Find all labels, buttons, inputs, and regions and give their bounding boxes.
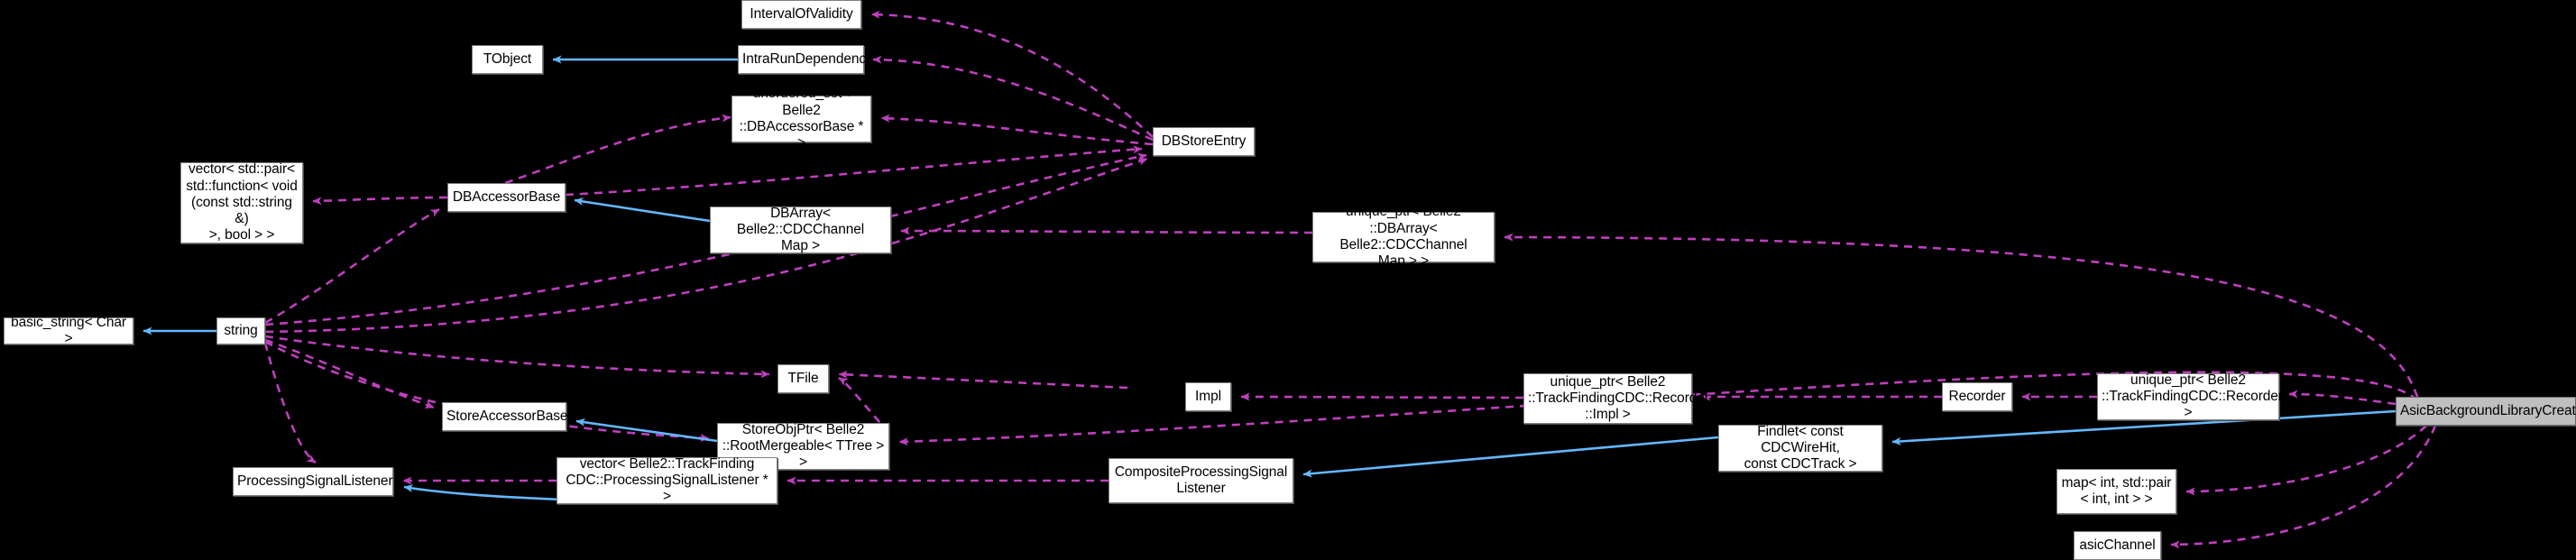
class-node-label: vector< std::pair< std::function< void (… (186, 161, 298, 243)
class-node-uniqueptr_recorder_impl[interactable]: unique_ptr< Belle2 ::TrackFindingCDC::Re… (1523, 373, 1709, 424)
edge-string-dbstoreentry (264, 152, 1147, 326)
class-node-label: IntraRunDependency (742, 50, 873, 67)
class-node-label: vector< Belle2::TrackFinding CDC::Proces… (566, 455, 768, 505)
edge-asic-mapintpair (2185, 425, 2427, 496)
class-node-recorder[interactable]: Recorder (1942, 382, 2012, 411)
class-node-uniqueptr_dbarray[interactable]: unique_ptr< Belle2 ::DBArray< Belle2::CD… (1312, 204, 1495, 269)
class-node-uniqueptr_recorder[interactable]: unique_ptr< Belle2 ::TrackFindingCDC::Re… (2097, 372, 2283, 421)
edge-dbstoreentry-unorderedset (880, 114, 1154, 146)
edge-dbaccessorbase-dbstoreentry (565, 145, 1143, 197)
edge-dbstoreentry-intervalofvalidity (870, 10, 1154, 138)
edge-asic-uniqueptrrecorder (2288, 390, 2397, 406)
edge-dbstoreentry-intrarundependency (872, 55, 1154, 142)
edge-storeobjptr-storeaccessorbase (575, 418, 718, 443)
class-node-label: IntervalOfValidity (750, 5, 853, 22)
class-node-label: StoreObjPtr< Belle2 ::RootMergeable< TTr… (722, 421, 885, 471)
class-node-dbarray_cdcchannelmap[interactable]: DBArray< Belle2::CDCChannel Map > (710, 205, 891, 254)
class-node-label: CompositeProcessingSignal Listener (1114, 464, 1288, 496)
edge-string-tfile (264, 335, 770, 379)
class-node-label: asicChannel (2079, 537, 2156, 553)
class-node-asicchannel[interactable]: asicChannel (2074, 531, 2161, 560)
class-node-dbstoreentry[interactable]: DBStoreEntry (1153, 127, 1255, 156)
class-node-findlet_cdcwirehit[interactable]: Findlet< const CDCWireHit, const CDCTrac… (1718, 423, 1882, 473)
class-node-asicbackgroundlibrarycreator[interactable]: AsicBackgroundLibraryCreator (2396, 397, 2576, 426)
class-node-storeobjptr_rootmerge[interactable]: StoreObjPtr< Belle2 ::RootMergeable< TTr… (717, 421, 889, 471)
class-node-label: unordered_set< Belle2 ::DBAccessorBase *… (739, 86, 864, 151)
class-node-tfile[interactable]: TFile (777, 364, 829, 393)
edge-dbaccessorbase-unorderedset (504, 114, 731, 185)
class-node-label: unique_ptr< Belle2 ::TrackFindingCDC::Re… (1528, 373, 1709, 423)
class-node-label: Recorder (1948, 388, 2006, 404)
class-node-vector_pair_fn[interactable]: vector< std::pair< std::function< void (… (180, 161, 303, 243)
class-node-label: Impl (1195, 388, 1221, 404)
edge-findlet-composite (1302, 436, 1719, 478)
class-node-label: DBArray< Belle2::CDCChannel Map > (736, 205, 865, 254)
class-node-dbaccessorbase[interactable]: DBAccessorBase (447, 183, 566, 212)
class-node-tobject[interactable]: TObject (472, 45, 543, 74)
class-node-interval_of_validity[interactable]: IntervalOfValidity (741, 0, 861, 29)
class-node-label: ProcessingSignalListener (237, 473, 393, 489)
edge-uniqueptrdbarray-dbarray (900, 226, 1313, 235)
edge-string-dbstoreentry-2 (264, 157, 1148, 334)
class-node-vector_psl_ptr[interactable]: vector< Belle2::TrackFinding CDC::Proces… (557, 455, 777, 505)
class-node-storeaccessorbase[interactable]: StoreAccessorBase (442, 402, 568, 431)
edge-asic-asicchannel (2170, 425, 2437, 549)
edge-string-storeaccessorbase (264, 338, 435, 409)
class-node-label: TFile (787, 370, 819, 386)
class-node-string[interactable]: string (216, 317, 265, 344)
edge-uniqueptrimpl-impl (1240, 392, 1524, 401)
class-node-intra_run_dependency[interactable]: IntraRunDependency (738, 45, 873, 74)
class-node-label: map< int, std::pair < int, int > > (2061, 474, 2172, 507)
class-node-impl[interactable]: Impl (1185, 382, 1231, 411)
class-node-label: TObject (483, 50, 532, 67)
class-node-label: StoreAccessorBase (446, 408, 568, 424)
edge-dbaccessorbase-vectorpair (312, 196, 448, 206)
class-node-label: DBAccessorBase (452, 188, 561, 205)
edge-tfile-in2 (838, 370, 1128, 390)
class-node-label: Findlet< const CDCWireHit, const CDCTrac… (1743, 423, 1857, 473)
class-node-label: string (224, 322, 258, 338)
class-node-map_int_pair[interactable]: map< int, std::pair < int, int > > (2056, 469, 2176, 514)
class-node-processingsignallistener[interactable]: ProcessingSignalListener (233, 467, 393, 496)
class-node-basic_string_char[interactable]: basic_string< Char > (4, 315, 133, 346)
edge-dbarray-dbaccessorbase (574, 197, 711, 223)
class-node-label: AsicBackgroundLibraryCreator (2400, 402, 2576, 418)
class-node-label: basic_string< Char > (11, 314, 126, 346)
class-node-label: unique_ptr< Belle2 ::DBArray< Belle2::CD… (1339, 204, 1467, 270)
class-node-unordered_set_dbab[interactable]: unordered_set< Belle2 ::DBAccessorBase *… (731, 86, 871, 151)
class-node-composite_psl[interactable]: CompositeProcessingSignal Listener (1109, 458, 1293, 503)
class-node-label: unique_ptr< Belle2 ::TrackFindingCDC::Re… (2102, 372, 2283, 421)
edge-string-processingsignallistener (263, 342, 317, 464)
class-node-label: DBStoreEntry (1161, 133, 1247, 149)
